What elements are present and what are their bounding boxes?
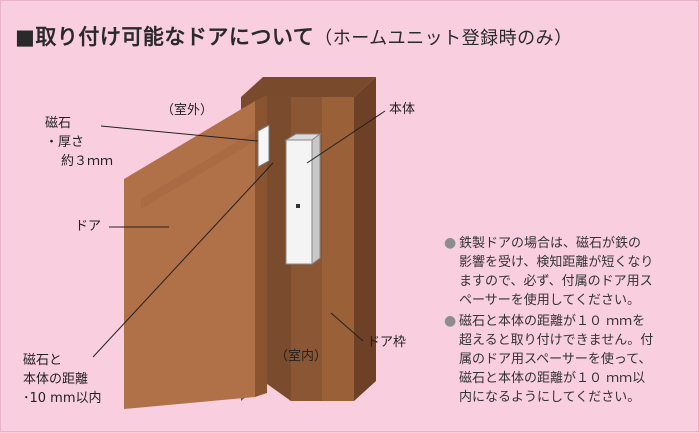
frame-top [241,77,376,97]
note-line: 鉄製ドアの場合は、磁石が鉄の [459,236,642,251]
note-line: ペーサーを使用してください。 [459,293,640,308]
sensor-dot [296,204,300,208]
door-edge [255,95,267,397]
note-line: 磁石と本体の距離が１０ ｍｍを [459,314,646,329]
jamb-shadow [263,97,291,401]
title-sub: （ホームユニット登録時のみ） [314,28,573,49]
label-inside: （室内） [275,349,328,364]
label-magnet-2: ・厚さ [45,135,85,150]
label-magnet-3: 約３ｍｍ [61,154,114,169]
note-text: 鉄製ドアの場合は、磁石が鉄の 影響を受け、検知距離が短くなり ますので、必ず、付… [459,234,692,310]
frame-side [354,77,376,401]
page-title: ■取り付け可能なドアについて（ホームユニット登録時のみ） [15,21,573,51]
door-leaf [124,101,255,409]
note-bullet: ● [444,235,457,251]
note-line: 内になるようにしてください。 [459,390,641,405]
body-leader [306,110,386,164]
sensor-side [311,133,321,265]
note-steel-door: ● 鉄製ドアの場合は、磁石が鉄の 影響を受け、検知距離が短くなり ますので、必ず… [444,234,692,310]
sensor-body [285,139,313,265]
magnet-leader [100,125,259,142]
note-line: 超えると取り付けできません。付 [459,333,654,348]
note-line: 属のドア用スペーサーを使って、 [459,352,652,367]
note-bullet: ● [444,313,457,329]
frame-front [322,97,354,401]
note-text: 磁石と本体の距離が１０ ｍｍを 超えると取り付けできません。付 属のドア用スペー… [459,312,692,407]
distance-leader [92,162,274,358]
title-main: ■取り付け可能なドアについて [15,25,315,49]
note-line: ますので、必ず、付属のドア用ス [459,274,653,289]
label-distance-2: 本体の距離 [23,372,89,387]
label-distance-3: ･10 mm以内 [23,391,102,406]
note-distance-limit: ● 磁石と本体の距離が１０ ｍｍを 超えると取り付けできません。付 属のドア用ス… [444,312,692,407]
frame-leader [330,312,364,342]
label-magnet-1: 磁石 [45,116,72,131]
label-distance-1: 磁石と [23,353,63,368]
note-line: 影響を受け、検知距離が短くなり [459,255,654,270]
note-line: 磁石と本体の距離が１０ ｍｍ以 [459,371,646,386]
magnet [257,124,270,168]
door-grain [141,131,255,209]
label-door: ドア [75,219,102,234]
label-body: 本体 [389,102,416,117]
notes: ● 鉄製ドアの場合は、磁石が鉄の 影響を受け、検知距離が短くなり ますので、必ず… [444,234,692,409]
label-outside: （室外） [161,103,214,118]
label-frame: ドア枠 [367,335,407,350]
